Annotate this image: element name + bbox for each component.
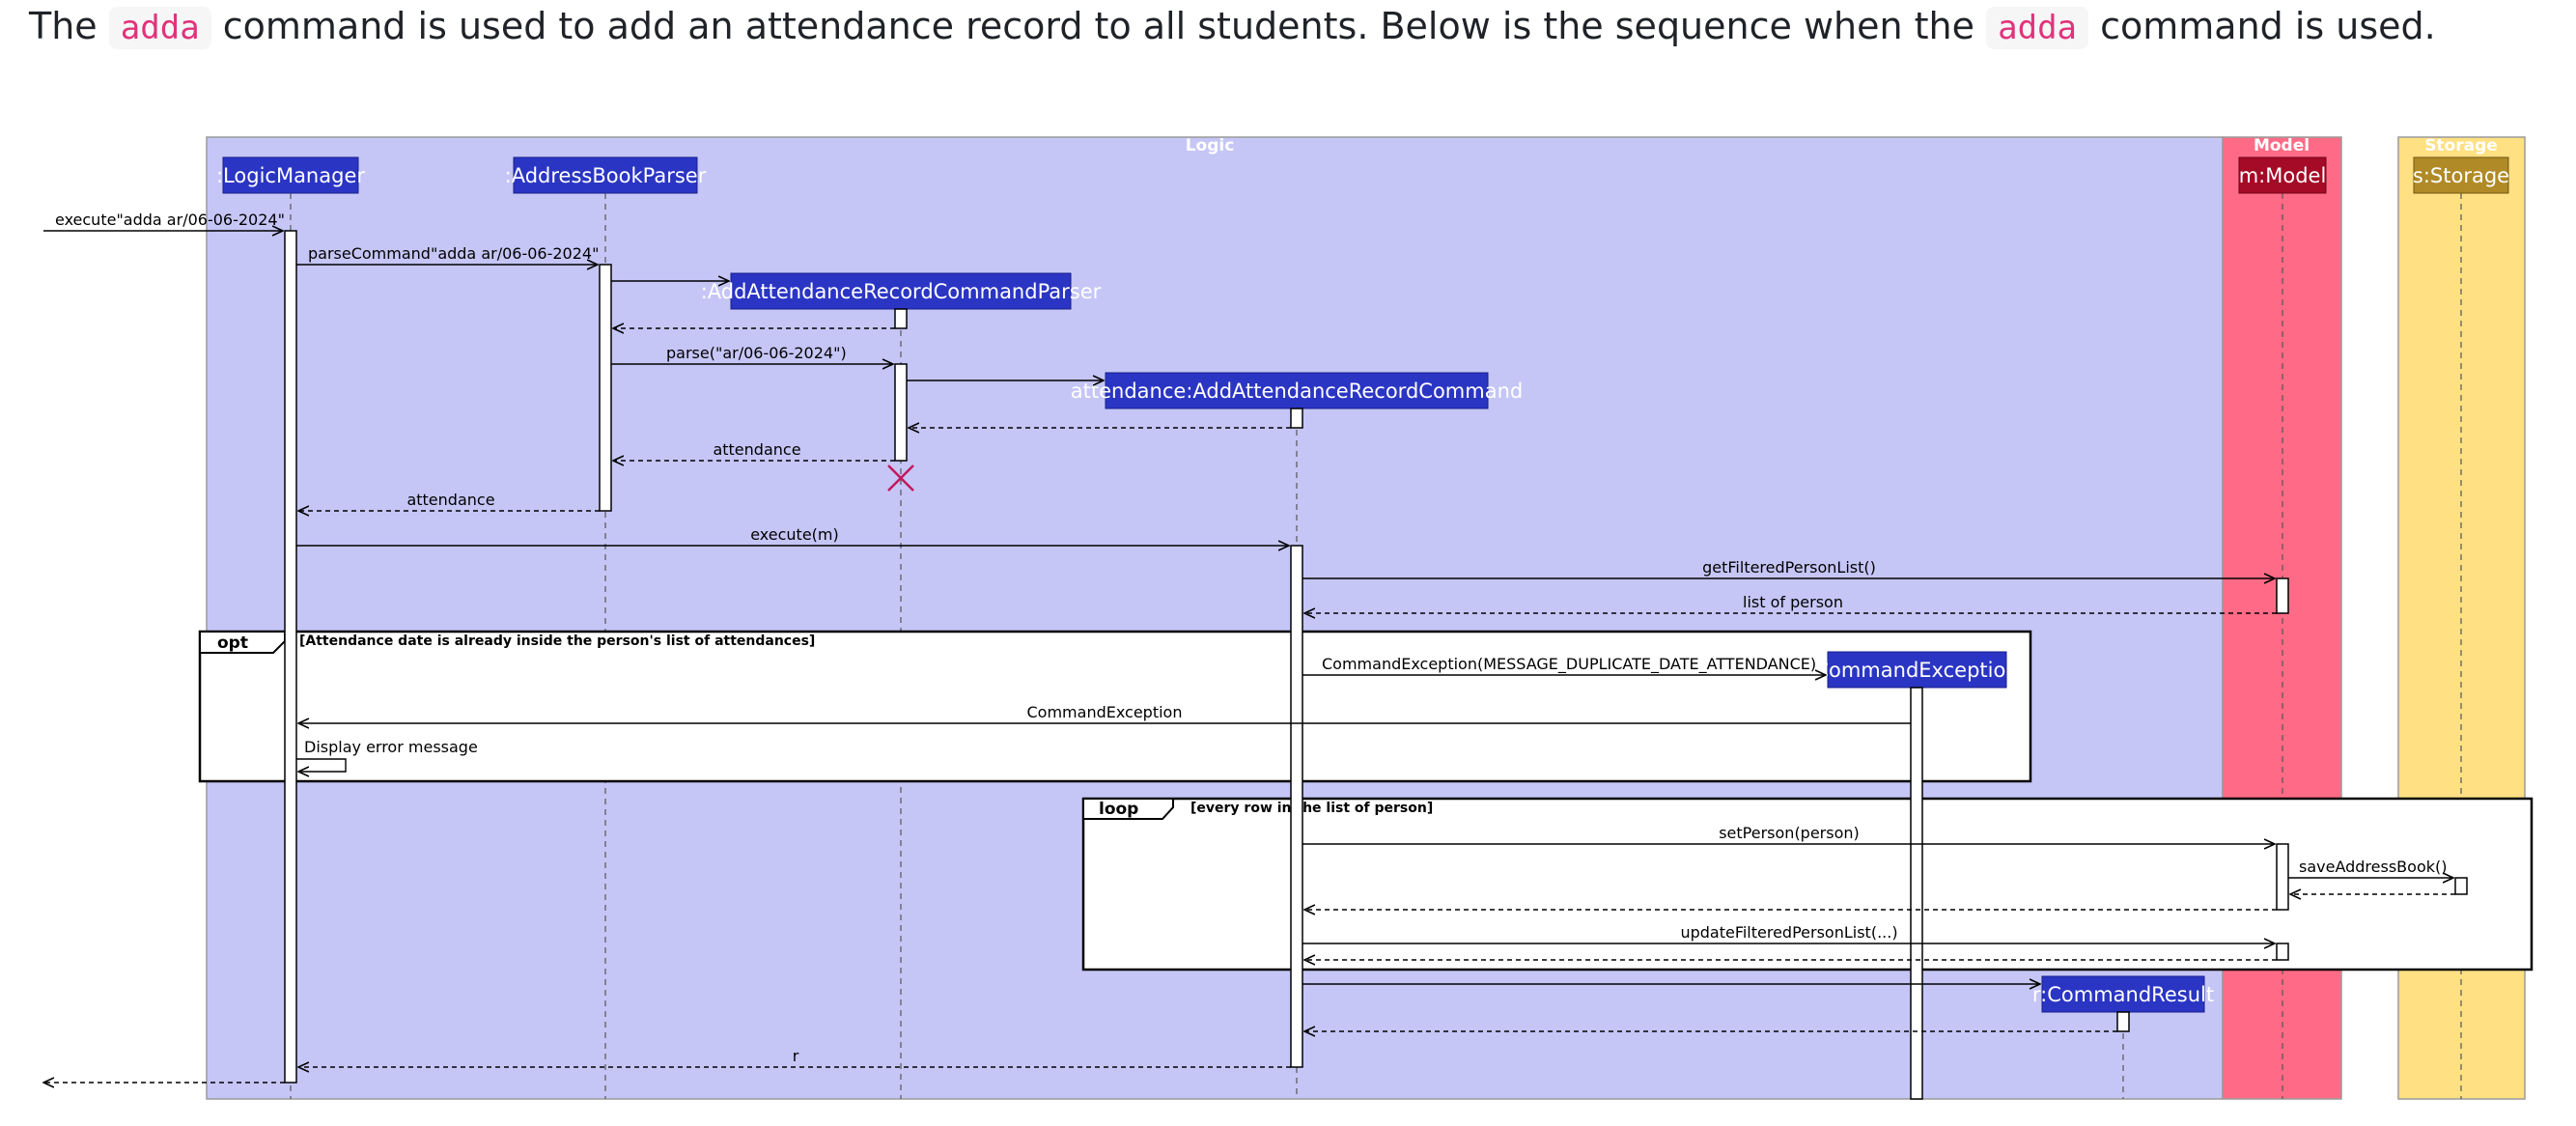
msg-execute: execute"adda ar/06-06-2024" [43, 211, 285, 231]
msg-set-person-label: setPerson(person) [1719, 824, 1860, 842]
msg-exception-return: CommandException [298, 703, 1911, 723]
msg-create-exception-label: CommandException(MESSAGE_DUPLICATE_DATE_… [1322, 655, 1816, 674]
participant-command-result-label: r:CommandResult [2032, 983, 2214, 1006]
msg-return-attendance-2-label: attendance [406, 491, 494, 509]
opt-label: opt [217, 633, 248, 653]
activation-model-update [2276, 943, 2289, 961]
participant-command-label: attendance:AddAttendanceRecordCommand [1071, 380, 1523, 403]
fragment-opt: opt [Attendance date is already inside t… [198, 630, 2032, 783]
intro-code-2: adda [1986, 7, 2089, 49]
intro-part-3: command is used. [2100, 5, 2436, 47]
participant-command: attendance:AddAttendanceRecordCommand [1071, 372, 1523, 409]
participant-storage-label: s:Storage [2413, 164, 2509, 187]
activation-command-parser-init [894, 308, 908, 329]
intro-text: The adda command is used to add an atten… [29, 0, 2436, 56]
msg-execute-m: execute(m) [296, 525, 1289, 546]
participant-storage: s:Storage [2413, 156, 2509, 194]
msg-set-person: setPerson(person) [1302, 824, 2275, 844]
msg-execute-m-label: execute(m) [750, 525, 839, 544]
participant-command-parser: :AddAttendanceRecordCommandParser [701, 272, 1102, 310]
msg-return-r: r [298, 1047, 1291, 1067]
group-logic-title: Logic [1186, 136, 1235, 155]
msg-exception-return-label: CommandException [1027, 703, 1183, 721]
msg-return-attendance-2: attendance [298, 491, 600, 511]
msg-list-of-person-label: list of person [1743, 593, 1843, 611]
fragment-loop: loop [every row in the list of person] [1081, 797, 2534, 971]
msg-display-error: Display error message [296, 738, 478, 772]
activation-command-init [1290, 408, 1303, 429]
participant-logic-manager: :LogicManager [216, 156, 365, 194]
msg-return-attendance-1: attendance [613, 440, 895, 461]
loop-guard: [every row in the list of person] [1190, 801, 1433, 816]
group-storage-title: Storage [2424, 136, 2498, 155]
msg-get-filtered-label: getFilteredPersonList() [1702, 558, 1876, 577]
intro-code-1: adda [108, 7, 211, 49]
activation-model-set [2276, 843, 2289, 911]
intro-part-2: command is used to add an attendance rec… [222, 5, 1975, 47]
activation-command-exception [1910, 687, 1923, 1100]
activation-model-get [2276, 577, 2289, 614]
msg-get-filtered: getFilteredPersonList() [1302, 558, 2275, 578]
msg-save-address-book-label: saveAddressBook() [2299, 858, 2447, 876]
messages: execute"adda ar/06-06-2024" parseCommand… [43, 211, 2455, 1083]
msg-list-of-person: list of person [1304, 593, 2277, 613]
participant-model-label: m:Model [2239, 164, 2327, 187]
loop-label: loop [1099, 800, 1138, 819]
msg-parse-command: parseCommand"adda ar/06-06-2024" [296, 244, 599, 265]
participant-address-book-parser: :AddressBookParser [505, 156, 707, 194]
activation-command-execute [1290, 545, 1303, 1068]
intro-part-1: The [29, 5, 98, 47]
activation-address-book-parser [599, 264, 612, 512]
msg-parse-command-label: parseCommand"adda ar/06-06-2024" [308, 244, 599, 263]
msg-parse: parse("ar/06-06-2024") [611, 344, 893, 364]
participant-command-exception: CommandException [1814, 651, 2019, 689]
group-model-title: Model [2254, 136, 2310, 155]
msg-parse-label: parse("ar/06-06-2024") [666, 344, 847, 362]
activation-storage-save [2454, 877, 2468, 895]
activations [284, 230, 2468, 1100]
opt-guard: [Attendance date is already inside the p… [299, 633, 815, 649]
msg-execute-label: execute"adda ar/06-06-2024" [55, 211, 285, 229]
participant-model: m:Model [2238, 156, 2327, 194]
msg-update-filtered: updateFilteredPersonList(...) [1302, 923, 2275, 943]
participant-command-exception-label: CommandException [1814, 659, 2018, 682]
activation-command-result [2116, 1011, 2130, 1032]
participant-logic-manager-label: :LogicManager [216, 164, 365, 187]
msg-create-exception: CommandException(MESSAGE_DUPLICATE_DATE_… [1302, 655, 1826, 675]
participant-command-result: r:CommandResult [2032, 975, 2214, 1013]
activation-command-parser-parse [894, 363, 908, 462]
msg-return-r-label: r [793, 1047, 799, 1065]
msg-update-filtered-label: updateFilteredPersonList(...) [1680, 923, 1897, 942]
msg-save-address-book: saveAddressBook() [2288, 858, 2453, 878]
destroy-command-parser [887, 464, 914, 492]
msg-display-error-label: Display error message [304, 738, 478, 756]
msg-return-attendance-1-label: attendance [713, 440, 800, 459]
participant-command-parser-label: :AddAttendanceRecordCommandParser [701, 280, 1102, 303]
participant-address-book-parser-label: :AddressBookParser [505, 164, 707, 187]
activation-logic-manager [284, 230, 297, 1084]
